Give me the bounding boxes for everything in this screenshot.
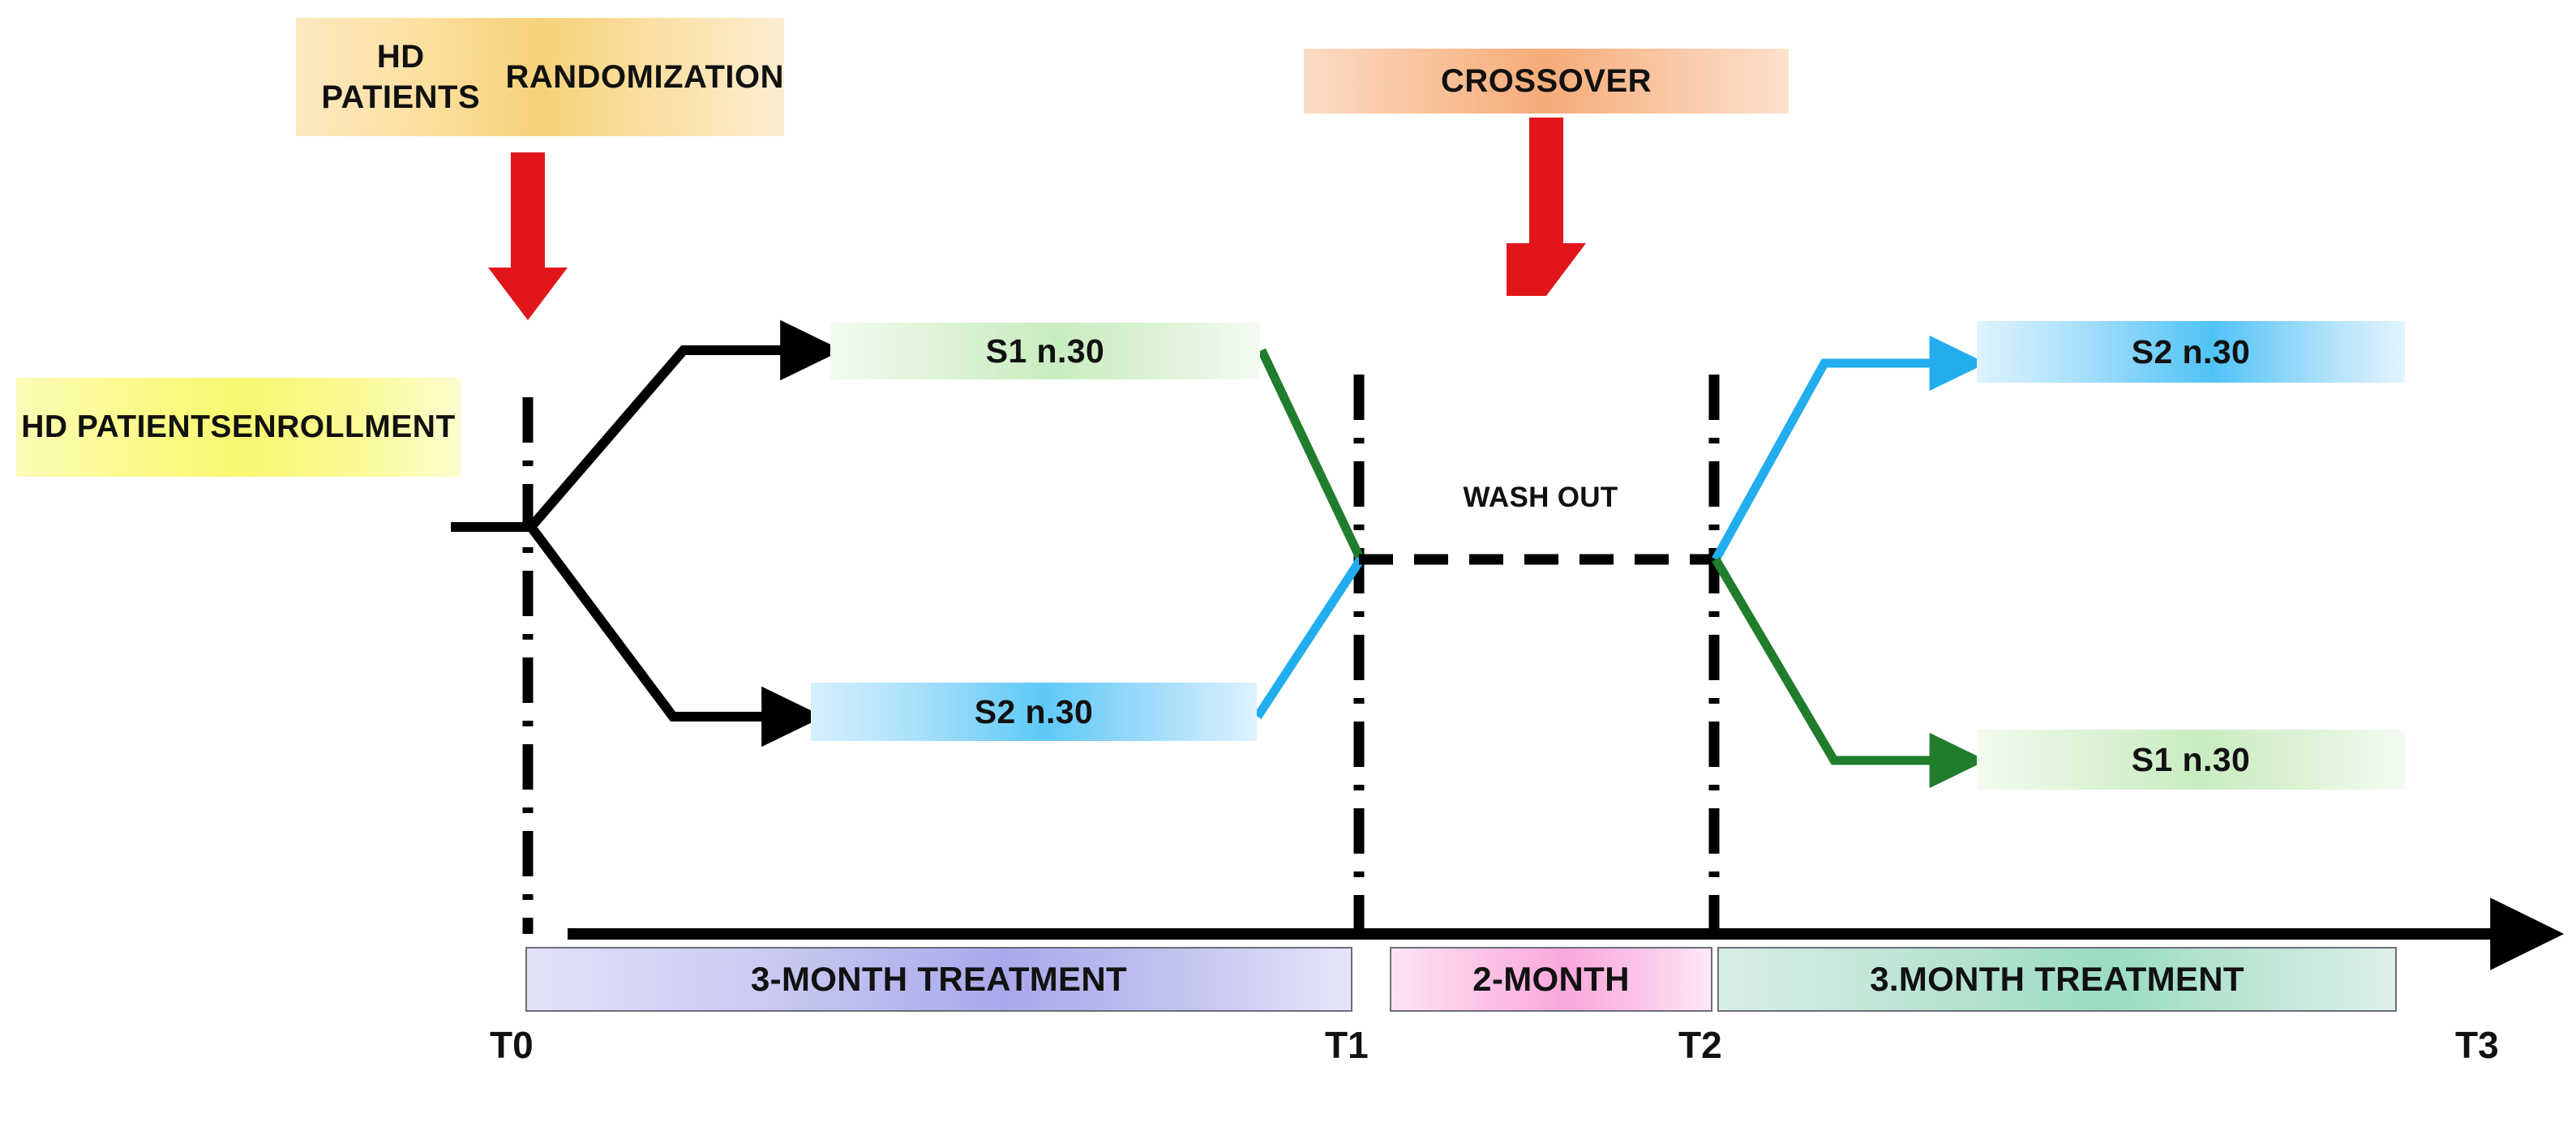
timeline-bar-label-2: 2-MONTH xyxy=(1472,960,1630,998)
group-label-s1-period1: S1 n.30 xyxy=(985,332,1105,370)
washout-label: WASH OUT xyxy=(1463,482,1618,513)
red-arrow-randomization-icon xyxy=(488,152,568,320)
group-box-s1-period2: S1 n.30 xyxy=(1977,730,2405,790)
timeline-bar-label-1: 3-MONTH TREATMENT xyxy=(751,960,1127,998)
group-label-s2-period2: S2 n.30 xyxy=(2131,332,2251,370)
group-box-s1-period1: S1 n.30 xyxy=(830,323,1260,379)
timeline-bar-treatment-period2: 3.MONTH TREATMENT xyxy=(1717,947,2397,1012)
timeline-bar-treatment-period1: 3-MONTH TREATMENT xyxy=(525,947,1352,1012)
randomization-label-line1: HD PATIENTS xyxy=(321,39,481,115)
group-box-s2-period1: S2 n.30 xyxy=(811,683,1257,741)
group-box-s2-period2: S2 n.30 xyxy=(1977,321,2405,383)
path-t2-to-s1-green xyxy=(1712,557,1987,789)
randomization-label-line2: RANDOMIZATION xyxy=(505,59,784,95)
timeline-tick-t3: T3 xyxy=(2455,1024,2499,1066)
crossover-header-box: CROSSOVER xyxy=(1304,49,1789,113)
group-label-s2-period1: S2 n.30 xyxy=(974,692,1094,730)
path-s2-to-t1-cyan xyxy=(1254,556,1365,720)
timeline-tick-t1: T1 xyxy=(1325,1024,1369,1066)
enrollment-label-line1: HD PATIENTS xyxy=(21,409,232,444)
timeline-tick-t2: T2 xyxy=(1678,1024,1722,1066)
timeline-bar-label-3: 3.MONTH TREATMENT xyxy=(1870,960,2244,998)
randomization-arrow-to-s2 xyxy=(527,524,824,747)
enrollment-label-line2: ENROLLMENT xyxy=(231,409,456,444)
enrollment-header-box: HD PATIENTS ENROLLMENT xyxy=(16,378,461,477)
path-t2-to-s2-cyan xyxy=(1712,335,1987,562)
crossover-label: CROSSOVER xyxy=(1440,63,1652,99)
timeline-tick-t0: T0 xyxy=(490,1024,534,1066)
path-s1-to-t1-green xyxy=(1258,348,1365,562)
randomization-arrow-to-s1 xyxy=(527,319,842,530)
red-arrow-crossover-icon xyxy=(1507,118,1586,296)
randomization-header-box: HD PATIENTS RANDOMIZATION xyxy=(296,18,784,136)
timeline-bar-washout: 2-MONTH xyxy=(1390,947,1712,1012)
group-label-s1-period2: S1 n.30 xyxy=(2131,740,2251,778)
